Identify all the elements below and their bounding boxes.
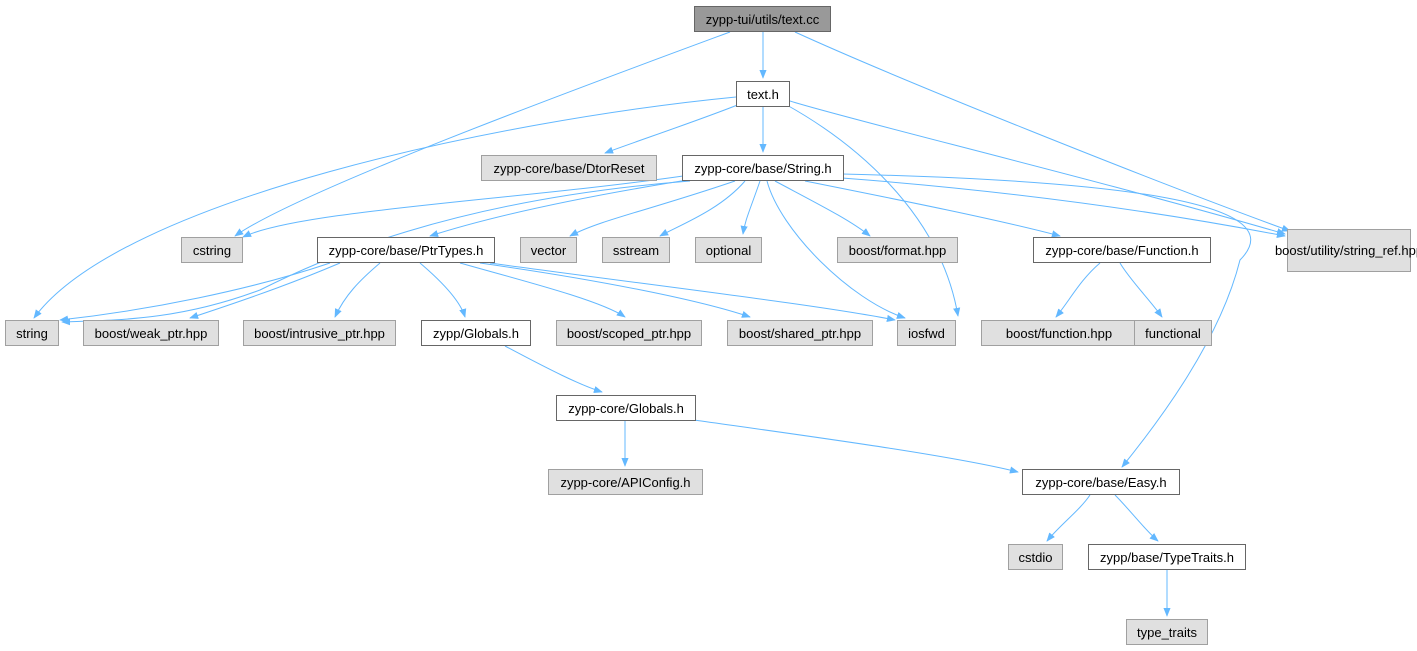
node-ptrtypes[interactable]: zypp-core/base/PtrTypes.h — [317, 237, 495, 263]
dependency-edge — [234, 31, 731, 237]
dependency-edge — [459, 262, 626, 318]
node-sstream: sstream — [602, 237, 670, 263]
node-string-ref: boost/utility/string_ref.hpp — [1275, 229, 1417, 272]
node-text-h[interactable]: text.h — [736, 81, 790, 107]
node-weak-ptr: boost/weak_ptr.hpp — [83, 320, 219, 346]
dependency-edge — [1055, 262, 1101, 318]
dependency-edge — [429, 177, 701, 237]
node-boost-function: boost/function.hpp — [981, 320, 1137, 346]
dependency-edge — [489, 262, 896, 322]
node-boost-format: boost/format.hpp — [837, 237, 958, 263]
dependency-edge — [784, 103, 961, 317]
dependency-edge — [1114, 494, 1159, 542]
node-cstring: cstring — [181, 237, 243, 263]
dependency-edge — [59, 262, 331, 323]
dependency-edge — [794, 31, 1291, 232]
dependency-edge — [242, 174, 691, 238]
node-core-globals[interactable]: zypp-core/Globals.h — [556, 395, 696, 421]
dependency-edge — [569, 180, 736, 237]
dependency-edge — [774, 180, 871, 237]
dependency-edge — [479, 262, 751, 318]
node-function-h[interactable]: zypp-core/base/Function.h — [1033, 237, 1211, 263]
dependency-edge — [841, 177, 1286, 239]
node-string: string — [5, 320, 59, 346]
dependency-edge — [1119, 262, 1163, 318]
dependency-edge — [61, 180, 691, 326]
node-typetraits[interactable]: zypp/base/TypeTraits.h — [1088, 544, 1246, 570]
dependency-edge — [419, 262, 467, 318]
dependency-edge — [334, 262, 381, 318]
dependency-edge — [1046, 494, 1091, 542]
node-type-traits: type_traits — [1126, 619, 1208, 645]
dependency-edge — [189, 262, 341, 319]
dependency-edge — [604, 103, 741, 154]
node-cstdio: cstdio — [1008, 544, 1063, 570]
node-shared-ptr: boost/shared_ptr.hpp — [727, 320, 873, 346]
node-easy-h[interactable]: zypp-core/base/Easy.h — [1022, 469, 1180, 495]
node-functional: functional — [1134, 320, 1212, 346]
node-apiconfig: zypp-core/APIConfig.h — [548, 469, 703, 495]
node-vector: vector — [520, 237, 577, 263]
dependency-edge — [659, 180, 746, 237]
dependency-edge — [841, 173, 1252, 468]
node-root: zypp-tui/utils/text.cc — [694, 6, 831, 32]
node-iosfwd: iosfwd — [897, 320, 956, 346]
dependency-edge — [804, 180, 1061, 238]
dependency-edge — [740, 180, 761, 235]
dependency-edge — [504, 345, 603, 393]
node-intrusive-ptr: boost/intrusive_ptr.hpp — [243, 320, 396, 346]
dependency-edge — [33, 96, 737, 319]
node-zypp-globals[interactable]: zypp/Globals.h — [421, 320, 531, 346]
node-scoped-ptr: boost/scoped_ptr.hpp — [556, 320, 702, 346]
dependency-edge — [766, 180, 906, 319]
dependency-edge — [789, 100, 1286, 236]
node-dtorreset: zypp-core/base/DtorReset — [481, 155, 657, 181]
node-string-h[interactable]: zypp-core/base/String.h — [682, 155, 844, 181]
dependency-edge — [693, 419, 1019, 474]
node-optional: optional — [695, 237, 762, 263]
